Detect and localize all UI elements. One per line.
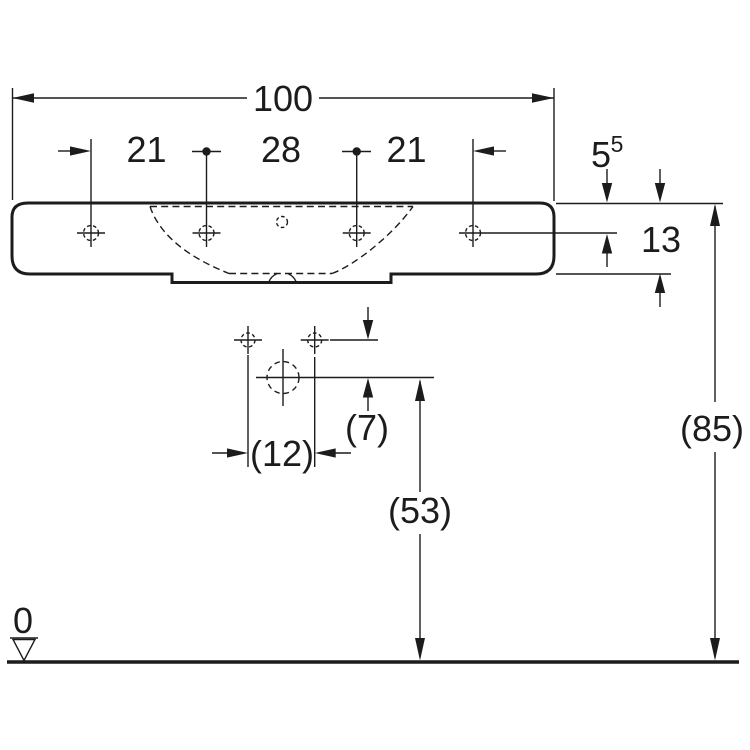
dimension-drain-offset: (7): [330, 307, 389, 448]
bowl-hidden-outline: [149, 205, 414, 282]
tap-hole-symbol-4: [459, 219, 487, 247]
drain-boss-tick: [288, 273, 297, 282]
tap-hole-symbol-3: [342, 219, 371, 247]
floor-datum: 0: [10, 600, 38, 663]
tap-hole-symbol-2: [192, 219, 221, 247]
arrowhead-right-icon: [70, 146, 91, 156]
tap-hole-symbol-1: [77, 219, 105, 247]
fixing-hole-symbol-left: [234, 326, 262, 354]
dimension-fixing-spacing: (12): [212, 355, 351, 474]
arrowhead-up-icon: [415, 379, 425, 401]
dimension-rim-to-tap: 5 5: [591, 131, 623, 267]
bowl-right-wall: [331, 206, 414, 275]
hole-circle: [464, 224, 482, 242]
arrowhead-down-icon: [415, 638, 425, 661]
basin-outline: [10, 201, 556, 284]
label-fixing-spacing: (12): [250, 433, 314, 474]
arrowhead-down-icon: [601, 183, 613, 203]
arrowhead-right-icon: [227, 448, 248, 458]
right-reference-lines: [487, 202, 723, 275]
label-floor-datum: 0: [13, 600, 33, 641]
arrowhead-left-icon: [314, 448, 336, 458]
dimension-basin-height: 13: [641, 169, 681, 307]
bowl-left-wall: [149, 206, 230, 275]
datum-triangle-icon: [11, 638, 37, 663]
dimension-dot-icon: [352, 147, 361, 156]
label-tap-spacing-left: 21: [126, 129, 166, 170]
label-rim-to-tap-sup: 5: [611, 131, 624, 157]
dimension-dot-icon: [202, 147, 211, 156]
arrowhead-down-icon: [362, 320, 374, 340]
arrowhead-left-icon: [12, 93, 34, 103]
arrowhead-up-icon: [601, 234, 613, 254]
hole-circle: [307, 332, 323, 348]
arrowhead-up-icon: [710, 204, 720, 226]
arrowhead-up-icon: [362, 378, 374, 398]
hole-circle: [198, 224, 215, 242]
hole-circle: [240, 332, 256, 348]
arrowhead-up-icon: [654, 273, 666, 293]
dimension-rim-height: (85): [680, 204, 744, 661]
arrowhead-down-icon: [710, 638, 720, 661]
drain-boss-tick: [268, 273, 277, 282]
arrowhead-left-icon: [473, 146, 494, 156]
label-drain-offset: (7): [345, 407, 389, 448]
drain-circle: [266, 360, 300, 395]
label-overall-width: 100: [253, 78, 313, 119]
hole-circle: [348, 224, 365, 242]
label-drain-height: (53): [388, 490, 452, 531]
dimension-tap-spacing: 21 28 21: [58, 129, 506, 219]
label-rim-height: (85): [680, 408, 744, 449]
dimension-drain-height: (53): [388, 379, 452, 661]
label-rim-to-tap: 5: [591, 134, 611, 175]
label-tap-spacing-right: 21: [386, 129, 426, 170]
dimension-overall-width: 100: [11, 78, 555, 201]
label-tap-spacing-center: 28: [261, 129, 301, 170]
fixing-hole-symbol-right: [300, 326, 329, 354]
basin-body: [10, 201, 556, 284]
label-basin-height: 13: [641, 219, 681, 260]
hole-circle: [82, 224, 100, 242]
arrowhead-down-icon: [654, 183, 666, 203]
arrowhead-right-icon: [532, 93, 554, 103]
drain-symbol: [256, 349, 434, 406]
overflow-hole-icon: [275, 215, 289, 229]
